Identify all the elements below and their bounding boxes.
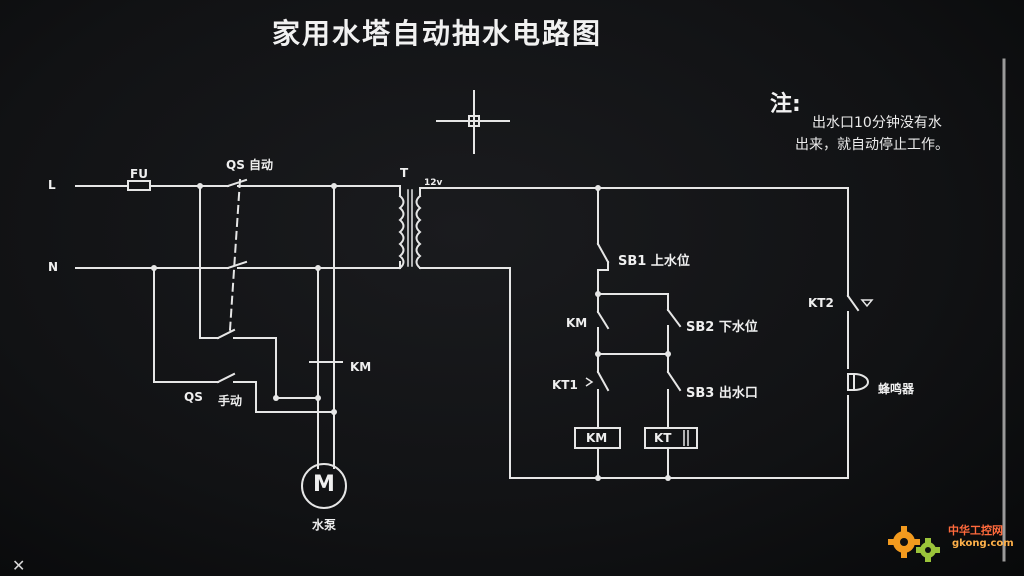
close-x-icon[interactable]: ✕	[12, 556, 26, 575]
label-voltage: 12v	[424, 178, 443, 188]
label-l: L	[48, 178, 56, 192]
note-line-2: 出来，就自动停止工作。	[795, 137, 949, 153]
note-heading: 注:	[770, 92, 801, 117]
fuse-fu	[127, 180, 151, 191]
crosshair-cursor-icon	[436, 90, 510, 154]
transformer-secondary	[415, 194, 422, 270]
label-sb3: SB3 出水口	[686, 386, 758, 401]
label-manual: 手动	[218, 394, 243, 408]
km-aux-contact	[596, 310, 610, 330]
motor-symbol	[301, 463, 347, 509]
kt1-delay-mark	[585, 377, 594, 387]
watermark-brand: 中华工控网	[948, 524, 1003, 537]
label-km-contact: KM	[350, 360, 372, 374]
kt2-contact	[846, 294, 860, 312]
junction-dots	[151, 183, 671, 481]
label-km-aux: KM	[566, 316, 588, 330]
note-line-1: 出水口10分钟没有水	[812, 115, 942, 131]
label-coil-kt: KT	[654, 431, 672, 445]
sb1-contact	[596, 242, 610, 264]
label-sb2: SB2 下水位	[686, 320, 758, 335]
label-fu: FU	[130, 167, 148, 181]
sb3-contact	[666, 370, 682, 392]
label-qs-manual: QS	[184, 390, 203, 404]
label-kt2: KT2	[808, 296, 834, 310]
label-transformer: T	[400, 166, 409, 180]
label-sb1: SB1 上水位	[618, 254, 690, 269]
label-kt1: KT1	[552, 378, 578, 392]
coil-kt-box	[644, 427, 698, 449]
label-qs-auto: QS 自动	[226, 158, 274, 172]
label-pump: 水泵	[312, 518, 337, 532]
watermark-domain: gkong.com	[952, 538, 1014, 549]
gkong-gear-logo-icon	[888, 526, 940, 562]
sb2-contact	[666, 308, 682, 328]
qs-auto-contact-bottom	[226, 260, 248, 270]
kt2-delay-mark	[860, 299, 874, 308]
kt1-contact	[596, 370, 610, 392]
label-n: N	[48, 260, 59, 274]
transformer-primary	[398, 194, 405, 270]
diagram-title: 家用水塔自动抽水电路图	[272, 17, 603, 50]
buzzer-horn	[852, 372, 870, 392]
label-buzzer: 蜂鸣器	[878, 382, 915, 396]
qs-auto-contact-top	[226, 178, 248, 188]
label-motor: M	[313, 472, 335, 497]
buzzer-body	[847, 373, 855, 391]
label-coil-km: KM	[586, 431, 608, 445]
qs-linkage	[228, 178, 242, 332]
